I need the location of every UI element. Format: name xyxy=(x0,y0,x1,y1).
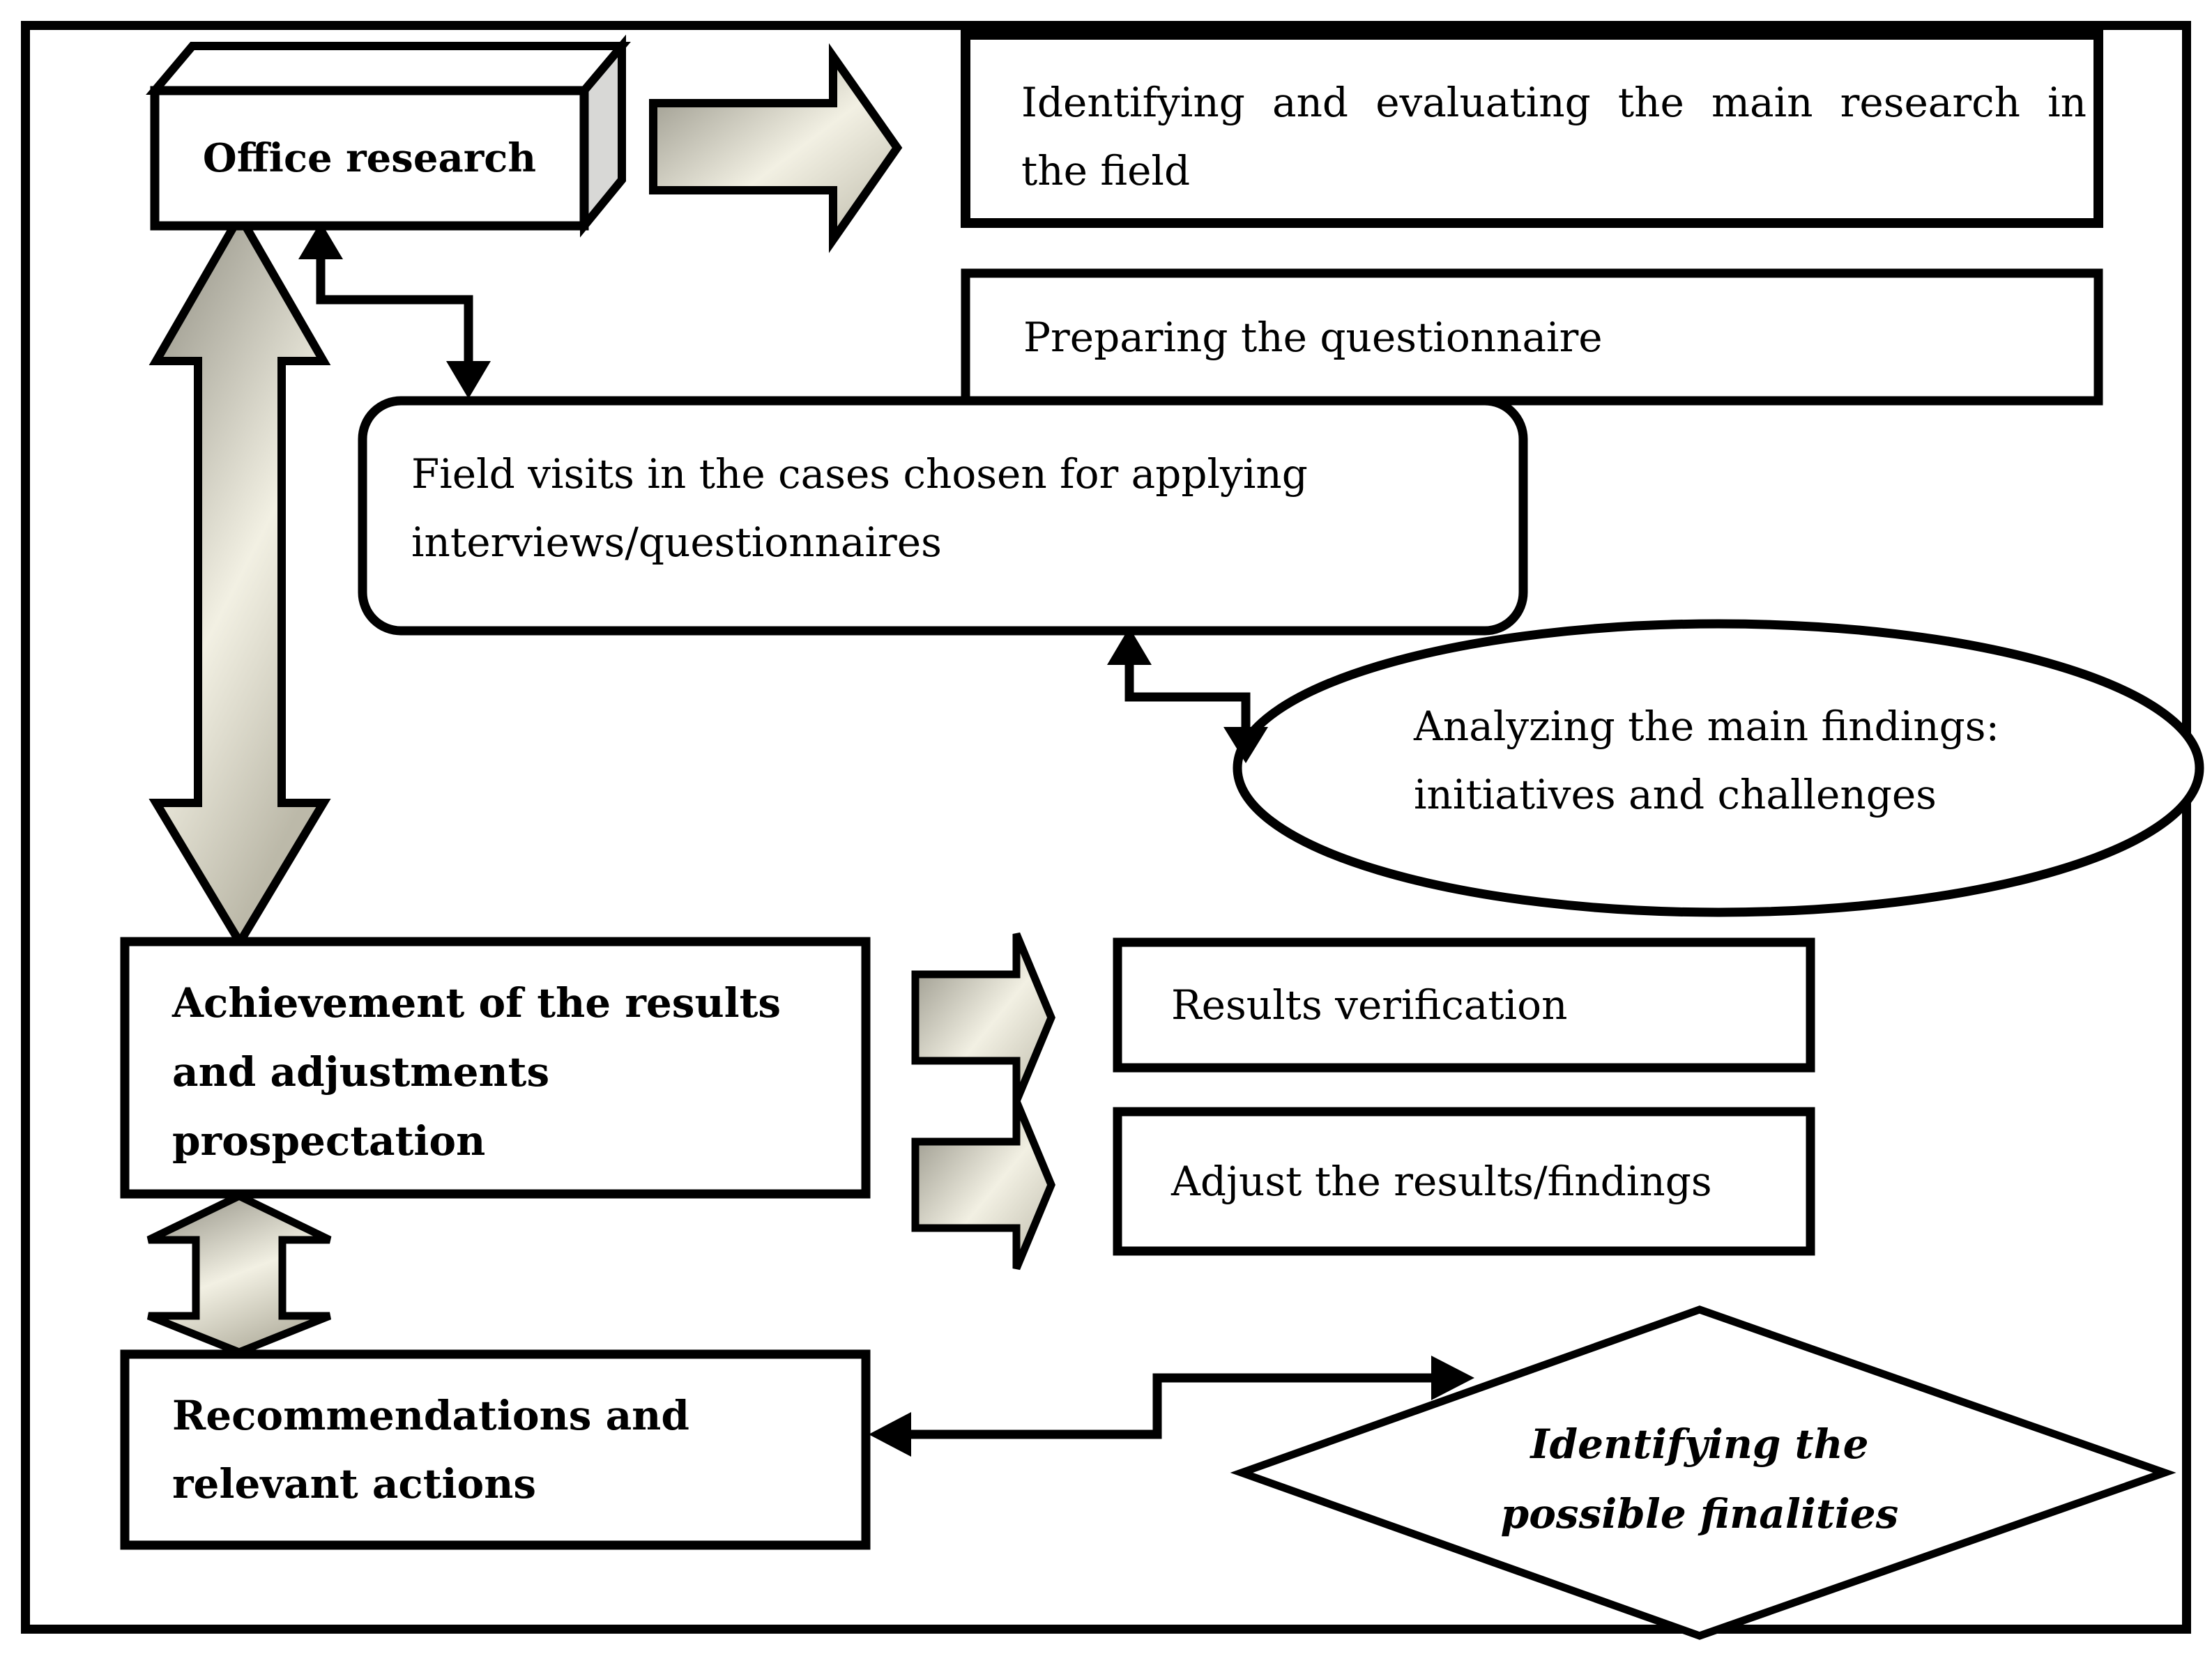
field-visits-label: Field visits in the cases chosen for app… xyxy=(411,440,1308,576)
text-line: Identifying and evaluating the main rese… xyxy=(1021,79,2087,126)
office-research-node xyxy=(146,34,631,238)
arrowhead-down-icon xyxy=(446,361,491,399)
identifying-label: Identifying and evaluating the main rese… xyxy=(1021,68,2087,205)
arrowhead-right-icon xyxy=(1431,1356,1474,1400)
analyzing-label: Analyzing the main findings: initiatives… xyxy=(1414,692,1999,829)
text-line: initiatives and challenges xyxy=(1414,771,1937,818)
cube-top-face xyxy=(146,42,631,95)
connector-office-fieldvisits xyxy=(298,222,491,399)
arrowhead-up-icon xyxy=(1107,627,1152,665)
text-line: Adjust the results/findings xyxy=(1171,1158,1712,1205)
double-arrow-vertical-large-icon xyxy=(148,207,331,951)
analyzing-node xyxy=(1233,619,2204,917)
text-line: Achievement of the results xyxy=(172,979,781,1027)
connector-recommendations-finalities xyxy=(869,1356,1474,1457)
arrowhead-down-icon xyxy=(1223,727,1268,763)
text-line: Analyzing the main findings: xyxy=(1414,703,2000,750)
finalities-label: Identifying the possible finalities xyxy=(1351,1409,2048,1549)
text-line: interviews/questionnaires xyxy=(411,519,942,566)
results-verification-label: Results verification xyxy=(1171,942,1567,1068)
text-line: possible finalities xyxy=(1500,1490,1899,1538)
identifying-node xyxy=(961,30,2103,228)
text-line: Preparing the questionnaire xyxy=(1023,313,1603,361)
outer-border xyxy=(21,21,2191,1634)
preparing-node xyxy=(961,268,2103,406)
achievement-label: Achievement of the results and adjustmen… xyxy=(172,969,781,1176)
block-arrow-right-adjust-icon xyxy=(911,1099,1055,1271)
text-line: Recommendations and xyxy=(172,1392,689,1439)
arrowhead-left-icon xyxy=(869,1412,911,1457)
achievement-node xyxy=(120,937,871,1199)
text-line: Field visits in the cases chosen for app… xyxy=(411,450,1308,498)
results-verification-node xyxy=(1113,937,1815,1073)
text-line: Identifying the xyxy=(1530,1420,1869,1468)
text-line: Office research xyxy=(202,135,537,181)
office-research-label: Office research xyxy=(155,91,584,226)
block-arrow-right-results-icon xyxy=(911,932,1055,1103)
text-line: prospectation xyxy=(172,1117,486,1165)
field-visits-node xyxy=(358,396,1528,636)
text-line: the field xyxy=(1021,147,1191,194)
connector-fieldvisits-analyzing xyxy=(1107,627,1268,763)
arrowhead-up-icon xyxy=(298,222,343,259)
text-line: and adjustments xyxy=(172,1048,550,1096)
preparing-label: Preparing the questionnaire xyxy=(1023,273,1603,401)
finalities-node xyxy=(1230,1305,2176,1640)
block-arrow-right-large-icon xyxy=(649,43,903,254)
double-arrow-vertical-small-icon xyxy=(146,1191,332,1356)
text-line: Results verification xyxy=(1171,981,1568,1029)
recommendations-node xyxy=(120,1349,871,1550)
adjust-results-label: Adjust the results/findings xyxy=(1171,1112,1712,1251)
adjust-results-node xyxy=(1113,1107,1815,1256)
text-line: relevant actions xyxy=(172,1460,537,1508)
recommendations-label: Recommendations and relevant actions xyxy=(172,1381,689,1518)
cube-front-face xyxy=(150,86,589,231)
